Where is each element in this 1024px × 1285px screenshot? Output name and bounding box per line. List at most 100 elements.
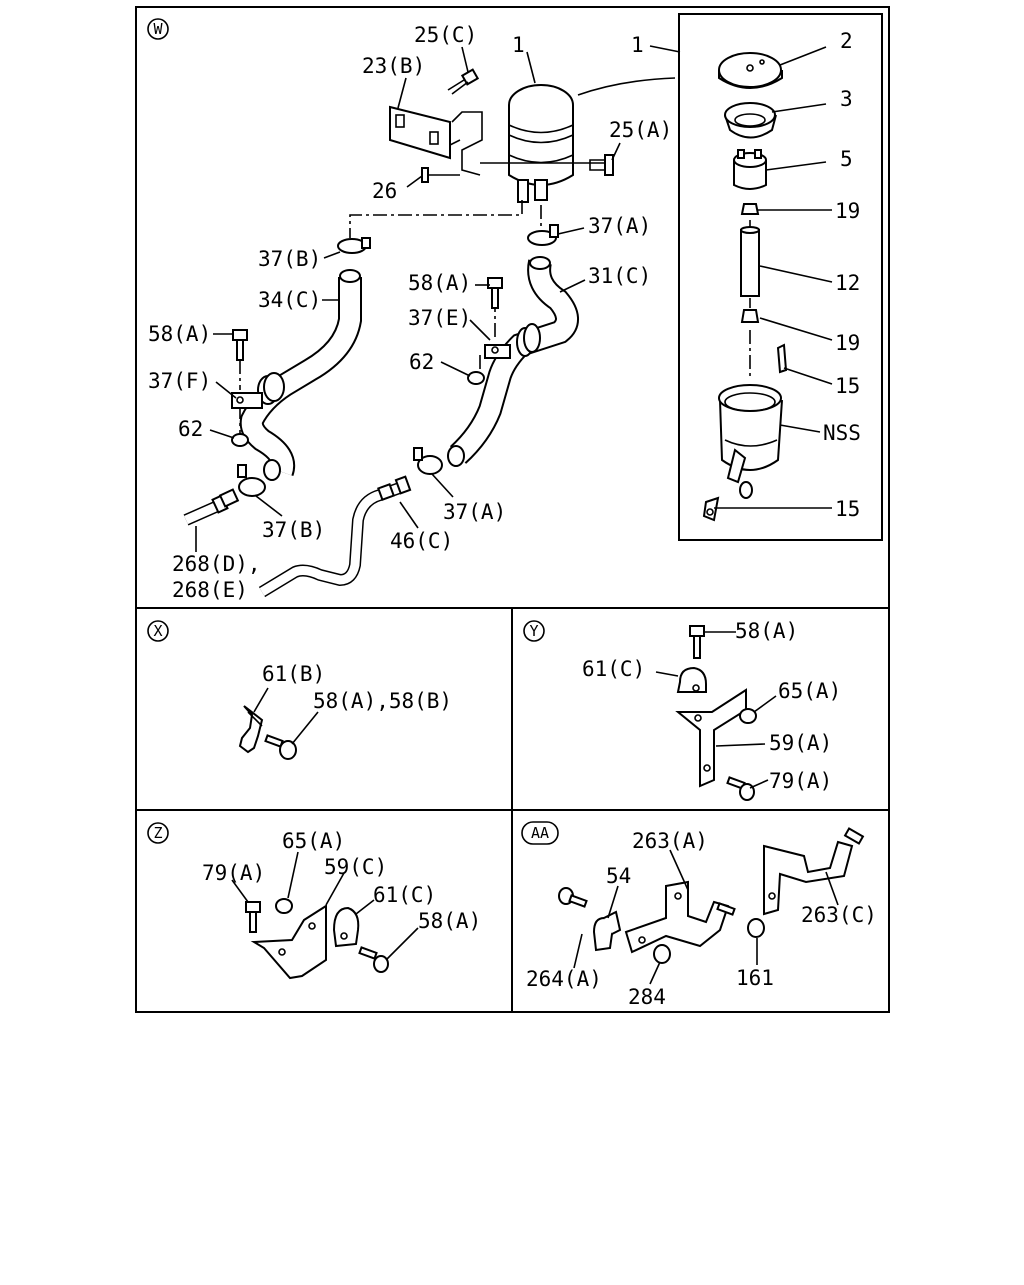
clip-61c — [332, 906, 360, 948]
label-12: 12 — [835, 271, 860, 295]
leader-lines-z — [231, 851, 419, 961]
label-3: 3 — [840, 87, 853, 111]
label-1-exploded: 1 — [631, 33, 644, 57]
panel-y-marker-text: Y — [529, 622, 538, 640]
bolt-58a-mid — [487, 277, 503, 309]
panel-z-marker: Z — [147, 822, 169, 844]
label-54: 54 — [606, 864, 631, 888]
grommet-19-lower — [740, 309, 760, 323]
label-25a: 25(A) — [609, 118, 672, 142]
label-61c: 61(C) — [582, 657, 645, 681]
label-nss: NSS — [823, 421, 861, 445]
label-15-upper: 15 — [835, 374, 860, 398]
label-31c: 31(C) — [588, 264, 651, 288]
label-65a: 65(A) — [282, 829, 345, 853]
leader-lines-w — [209, 45, 833, 529]
bracket-59a — [675, 688, 747, 788]
panel-x-marker-text: X — [153, 622, 162, 640]
clip-61b — [238, 705, 264, 754]
label-62-mid: 62 — [409, 350, 434, 374]
reservoir-tank — [480, 77, 676, 203]
bracket-263c — [763, 827, 865, 916]
label-58a-mid: 58(A) — [408, 271, 471, 295]
clamp-37a-upper — [527, 224, 559, 246]
nut-62-mid — [467, 371, 485, 385]
label-19-upper: 19 — [835, 199, 860, 223]
label-59c: 59(C) — [324, 855, 387, 879]
connection-lines — [239, 200, 751, 435]
panel-x: X 61(B) 58(A),58(B) — [147, 620, 452, 760]
hose-34c — [239, 269, 362, 481]
label-263a: 263(A) — [632, 829, 708, 853]
label-58a-left: 58(A) — [148, 322, 211, 346]
tube-12 — [740, 226, 760, 297]
label-284: 284 — [628, 985, 666, 1009]
diagram-frame — [135, 6, 890, 1013]
reservoir-body-nss — [718, 384, 783, 499]
panel-aa-marker: AA — [521, 821, 559, 845]
panel-x-marker: X — [147, 620, 169, 642]
bracket-263a — [624, 880, 730, 954]
bolt-58a — [689, 625, 705, 659]
label-37a-lower: 37(A) — [443, 500, 506, 524]
bolt-58ab — [264, 734, 297, 760]
bolt-58a — [358, 946, 389, 973]
label-161: 161 — [736, 966, 774, 990]
label-268e: 268(E) — [172, 578, 248, 602]
pipe-268d — [183, 488, 240, 552]
pipe-46c — [258, 475, 412, 598]
bolt-264a — [558, 887, 588, 908]
clip-54 — [592, 910, 622, 952]
label-264a: 264(A) — [526, 967, 602, 991]
nut-65a — [739, 708, 757, 724]
panel-z-marker-text: Z — [153, 824, 162, 842]
bolt-79a — [245, 901, 261, 933]
hose-31c — [447, 256, 579, 467]
panel-z: Z 65(A) 79(A) 59(C — [147, 822, 481, 980]
panel-y-marker: Y — [523, 620, 545, 642]
label-46c: 46(C) — [390, 529, 453, 553]
label-79a: 79(A) — [202, 861, 265, 885]
bracket-37e — [484, 344, 511, 359]
nut-161 — [747, 918, 765, 938]
seal-3 — [724, 102, 777, 139]
nut-65a — [275, 898, 293, 914]
bolt-25a — [589, 154, 614, 176]
clip-26 — [421, 167, 460, 183]
label-263c: 263(C) — [801, 903, 877, 927]
leader-lines-aa — [573, 849, 839, 985]
bracket-23b — [389, 105, 483, 176]
label-268d: 268(D), — [172, 552, 261, 576]
panel-aa: AA — [521, 821, 877, 1009]
bracket-59c — [250, 904, 327, 980]
label-34c: 34(C) — [258, 288, 321, 312]
label-37b-lower: 37(B) — [262, 518, 325, 542]
clip-15-upper — [776, 343, 788, 374]
clip-61c — [676, 666, 707, 693]
leader-lines-y — [655, 631, 777, 789]
bolt-58a-left — [232, 329, 248, 361]
label-37b-upper: 37(B) — [258, 247, 321, 271]
label-59a: 59(A) — [769, 731, 832, 755]
panel-y: Y 58(A) 61(C) 65(A — [523, 619, 841, 801]
label-23b: 23(B) — [362, 54, 425, 78]
clamp-37a-lower — [413, 447, 443, 475]
grommet-19-upper — [740, 203, 760, 215]
nut-62-left — [231, 433, 249, 447]
label-58a: 58(A) — [418, 909, 481, 933]
panel-aa-marker-text: AA — [531, 824, 549, 842]
filter-5 — [733, 149, 767, 190]
label-37e: 37(E) — [408, 306, 471, 330]
clamp-37b-lower — [237, 464, 266, 497]
label-62-left: 62 — [178, 417, 203, 441]
bolt-stud — [716, 902, 736, 916]
label-58a-58b: 58(A),58(B) — [313, 689, 452, 713]
label-25c: 25(C) — [414, 23, 477, 47]
clip-15-lower — [702, 496, 720, 522]
label-1-tank: 1 — [512, 33, 525, 57]
label-58a: 58(A) — [735, 619, 798, 643]
label-26: 26 — [372, 179, 397, 203]
label-61c: 61(C) — [373, 883, 436, 907]
